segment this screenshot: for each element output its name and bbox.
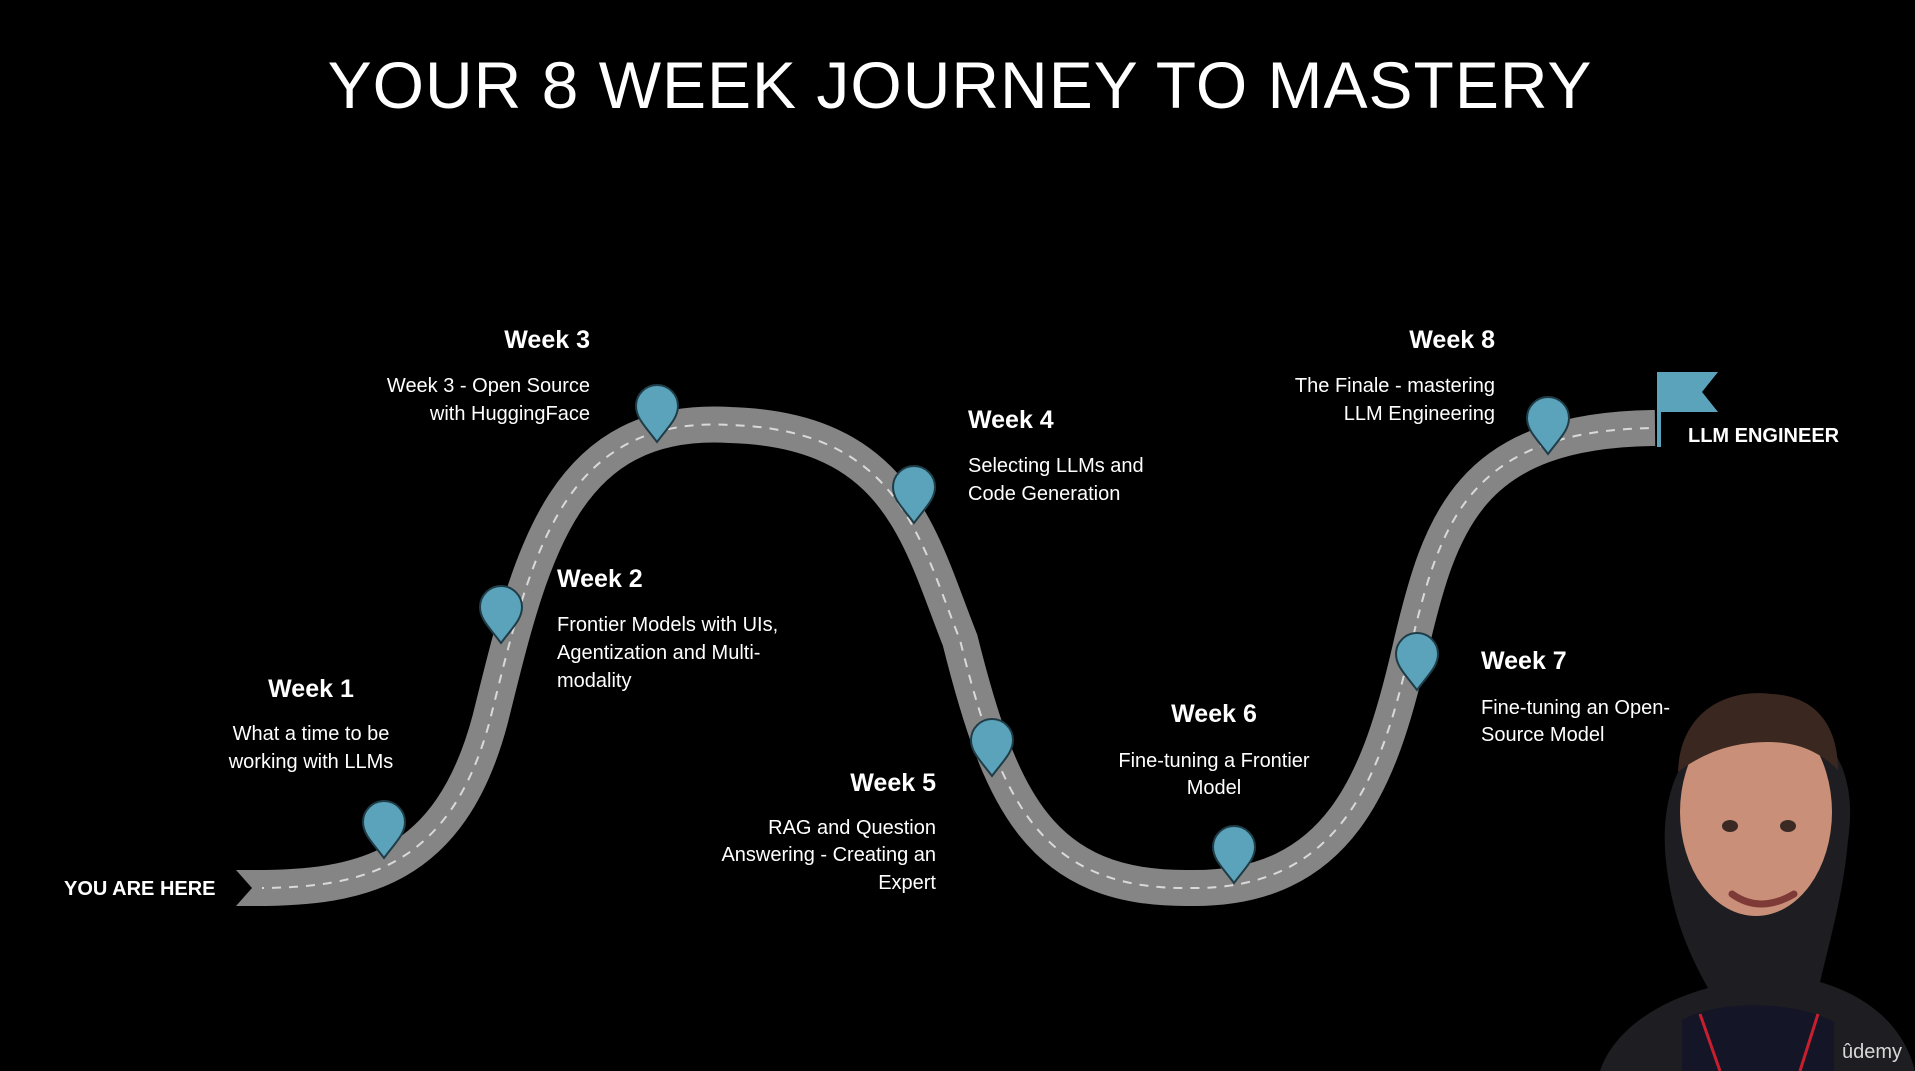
week-4-pin-icon xyxy=(891,465,937,525)
week-pins xyxy=(361,384,1571,885)
week-8-pin-icon xyxy=(1525,396,1571,456)
presenter-left-eye xyxy=(1722,820,1738,832)
flag-cloth xyxy=(1659,372,1718,412)
week-4-callout: Week 4 Selecting LLMs and Code Generatio… xyxy=(968,406,1144,505)
start-label: YOU ARE HERE xyxy=(64,878,216,900)
week-6-title: Week 6 xyxy=(1171,700,1257,728)
week-6-callout: Week 6 Fine-tuning a Frontier Model xyxy=(1118,700,1310,799)
presenter-face xyxy=(1680,708,1832,916)
week-6-desc-line-2: Model xyxy=(1187,777,1241,799)
road xyxy=(236,406,1656,907)
week-5-desc-line-3: Expert xyxy=(878,872,936,894)
week-5-desc-line-2: Answering - Creating an xyxy=(721,844,936,866)
week-7-desc-line-1: Fine-tuning an Open- xyxy=(1481,697,1670,719)
end-label: LLM ENGINEER xyxy=(1688,425,1840,447)
week-8-desc-line-1: The Finale - mastering xyxy=(1295,375,1495,397)
week-4-desc-line-1: Selecting LLMs and xyxy=(968,455,1144,477)
week-8-title: Week 8 xyxy=(1409,326,1495,354)
week-3-title: Week 3 xyxy=(504,326,590,354)
finish-flag-icon xyxy=(1657,372,1718,447)
week-4-title: Week 4 xyxy=(968,406,1054,434)
week-2-desc-line-2: Agentization and Multi- xyxy=(557,642,760,664)
week-3-callout: Week 3 Week 3 - Open Source with Hugging… xyxy=(387,326,590,425)
presenter-shirt-trim xyxy=(1698,1013,1820,1071)
road-surface xyxy=(254,406,1656,907)
week-2-callout: Week 2 Frontier Models with UIs, Agentiz… xyxy=(557,565,778,692)
week-3-desc-line-2: with HuggingFace xyxy=(429,403,590,425)
udemy-watermark: ûdemy xyxy=(1842,1041,1902,1063)
week-8-callout: Week 8 The Finale - mastering LLM Engine… xyxy=(1295,326,1495,425)
page-title: YOUR 8 WEEK JOURNEY TO MASTERY xyxy=(328,48,1593,122)
presenter-webcam-overlay xyxy=(1600,693,1915,1071)
presenter-hair xyxy=(1678,693,1838,772)
week-8-desc-line-2: LLM Engineering xyxy=(1344,403,1495,425)
week-2-desc-line-1: Frontier Models with UIs, xyxy=(557,614,778,636)
week-4-desc-line-2: Code Generation xyxy=(968,483,1120,505)
week-5-callout: Week 5 RAG and Question Answering - Crea… xyxy=(721,769,936,894)
week-1-desc-line-2: working with LLMs xyxy=(228,751,394,773)
week-6-desc-line-1: Fine-tuning a Frontier xyxy=(1118,750,1310,772)
week-1-desc-line-1: What a time to be xyxy=(233,723,390,745)
week-2-title: Week 2 xyxy=(557,565,643,593)
week-1-title: Week 1 xyxy=(268,675,354,703)
presenter-right-eye xyxy=(1780,820,1796,832)
week-2-pin-icon xyxy=(478,585,524,645)
week-5-pin-icon xyxy=(969,718,1015,778)
week-7-desc-line-2: Source Model xyxy=(1481,724,1604,746)
week-3-pin-icon xyxy=(634,384,680,444)
week-1-pin-icon xyxy=(361,800,407,860)
week-2-desc-line-3: modality xyxy=(557,670,631,692)
week-5-title: Week 5 xyxy=(850,769,936,797)
presenter-shirt xyxy=(1682,1005,1834,1071)
week-6-pin-icon xyxy=(1211,825,1257,885)
week-7-title: Week 7 xyxy=(1481,647,1567,675)
week-7-pin-icon xyxy=(1394,632,1440,692)
week-5-desc-line-1: RAG and Question xyxy=(768,817,936,839)
presenter-smile xyxy=(1728,890,1798,908)
week-7-callout: Week 7 Fine-tuning an Open- Source Model xyxy=(1481,647,1670,746)
week-3-desc-line-1: Week 3 - Open Source xyxy=(387,375,590,397)
road-start-tail xyxy=(236,870,262,906)
week-1-callout: Week 1 What a time to be working with LL… xyxy=(228,675,394,773)
